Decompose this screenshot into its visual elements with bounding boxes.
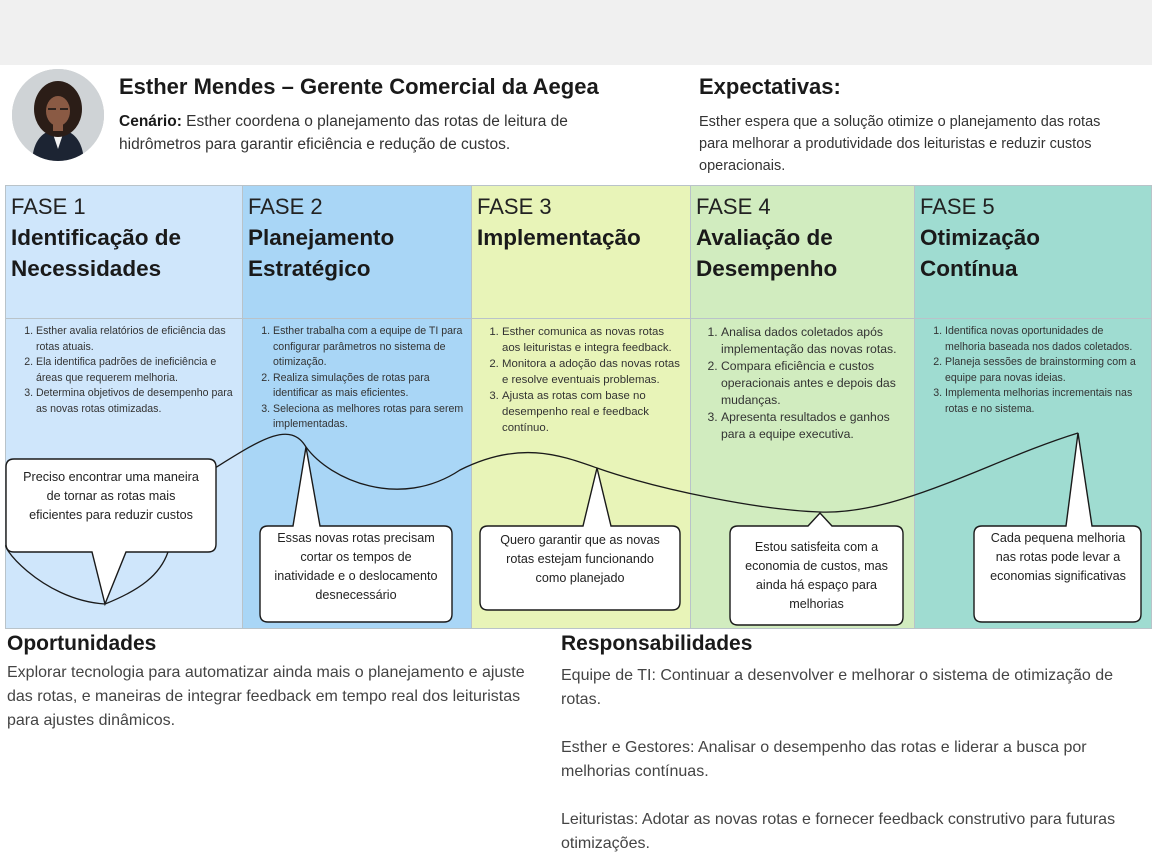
phase-name: Avaliação de Desempenho xyxy=(696,225,838,281)
quote-phase-2: Essas novas rotas precisam cortar os tem… xyxy=(274,531,438,602)
quote-phase-4: Estou satisfeita com a economia de custo… xyxy=(745,540,888,611)
expectations-text: Esther espera que a solução otimize o pl… xyxy=(699,114,1101,174)
phase-steps: Analisa dados coletados após implementaç… xyxy=(705,324,908,443)
persona-avatar xyxy=(12,69,104,161)
phase-steps: Esther comunica as novas rotas aos leitu… xyxy=(486,324,684,436)
phase-number: FASE 1 xyxy=(11,194,86,219)
responsibility-item: Equipe de TI: Continuar a desenvolver e … xyxy=(561,667,1114,708)
phase-steps: Esther trabalha com a equipe de TI para … xyxy=(257,324,465,433)
step-item: Compara eficiência e custos operacionais… xyxy=(721,358,908,409)
top-bar xyxy=(0,0,1152,65)
scenario-body: Esther coordena o planejamento das rotas… xyxy=(119,113,568,153)
phase-header: FASE 4 Avaliação de Desempenho xyxy=(691,186,914,319)
step-item: Monitora a adoção das novas rotas e reso… xyxy=(502,356,684,388)
phase-number: FASE 3 xyxy=(477,194,552,219)
opportunities-text: Explorar tecnologia para automatizar ain… xyxy=(7,664,525,729)
quote-phase-1: Preciso encontrar uma maneira de tornar … xyxy=(23,470,199,522)
phase-number: FASE 2 xyxy=(248,194,323,219)
step-item: Apresenta resultados e ganhos para a equ… xyxy=(721,409,908,443)
step-item: Planeja sessões de brainstorming com a e… xyxy=(945,355,1145,386)
responsibility-item: Esther e Gestores: Analisar o desempenho… xyxy=(561,739,1087,780)
step-item: Ajusta as rotas com base no desempenho r… xyxy=(502,388,684,436)
phase-header: FASE 3 Implementação xyxy=(472,186,690,319)
step-item: Esther comunica as novas rotas aos leitu… xyxy=(502,324,684,356)
phase-name: Identificação de Necessidades xyxy=(11,225,182,281)
scenario-text: Cenário: Esther coordena o planejamento … xyxy=(119,110,569,156)
scenario-label: Cenário: xyxy=(119,113,182,130)
step-item: Esther trabalha com a equipe de TI para … xyxy=(273,324,465,371)
phase-steps: Identifica novas oportunidades de melhor… xyxy=(929,324,1145,417)
phase-number: FASE 5 xyxy=(920,194,995,219)
phase-name: Implementação xyxy=(477,225,641,250)
step-item: Ela identifica padrões de ineficiência e… xyxy=(36,355,236,386)
phase-column-1: FASE 1 Identificação de Necessidades Est… xyxy=(5,185,243,629)
phase-number: FASE 4 xyxy=(696,194,771,219)
phase-header: FASE 1 Identificação de Necessidades xyxy=(6,186,242,319)
step-item: Implementa melhorias incrementais nas ro… xyxy=(945,386,1145,417)
opportunities-title: Oportunidades xyxy=(7,632,157,655)
step-item: Esther avalia relatórios de eficiência d… xyxy=(36,324,236,355)
persona-title: Esther Mendes – Gerente Comercial da Aeg… xyxy=(119,74,599,99)
phase-name: Otimização Contínua xyxy=(920,225,1041,281)
expectations-title: Expectativas: xyxy=(699,74,841,99)
responsibility-item: Leituristas: Adotar as novas rotas e for… xyxy=(561,811,1116,852)
phase-header: FASE 5 Otimização Contínua xyxy=(915,186,1151,319)
step-item: Determina objetivos de desempenho para a… xyxy=(36,386,236,417)
quote-phase-5: Cada pequena melhoria nas rotas pode lev… xyxy=(990,531,1126,583)
phase-name: Planejamento Estratégico xyxy=(248,225,395,281)
step-item: Seleciona as melhores rotas para serem i… xyxy=(273,402,465,433)
phase-steps: Esther avalia relatórios de eficiência d… xyxy=(20,324,236,417)
step-item: Analisa dados coletados após implementaç… xyxy=(721,324,908,358)
responsibilities-title: Responsabilidades xyxy=(561,632,753,655)
quote-phase-3: Quero garantir que as novas rotas esteja… xyxy=(500,533,660,585)
step-item: Realiza simulações de rotas para identif… xyxy=(273,371,465,402)
phase-header: FASE 2 Planejamento Estratégico xyxy=(243,186,471,319)
step-item: Identifica novas oportunidades de melhor… xyxy=(945,324,1145,355)
